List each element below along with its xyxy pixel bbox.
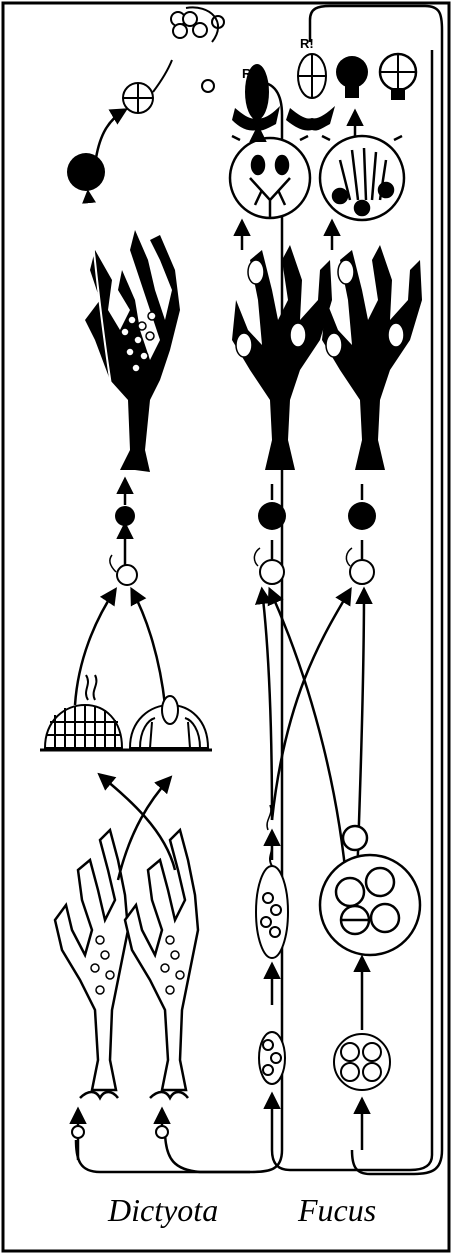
dictyota-top-circles bbox=[170, 6, 225, 93]
egg-icon bbox=[116, 564, 138, 586]
dictyota-reproductive-dots bbox=[120, 311, 157, 373]
dictyota-cycle bbox=[74, 80, 284, 1174]
small-circle-icon bbox=[172, 23, 188, 39]
reduction-label-left: R! bbox=[242, 66, 256, 81]
dictyota-meiosis bbox=[94, 59, 173, 159]
dictyota-return-loop bbox=[74, 80, 284, 1174]
fucus-zygote-left-icon bbox=[258, 502, 286, 530]
caption-fucus: Fucus bbox=[298, 1192, 377, 1228]
dictyota-sporophyte-right bbox=[123, 827, 200, 1101]
fucus-zygote-right-icon bbox=[348, 502, 376, 530]
fucus-egg-left-icon bbox=[259, 559, 285, 585]
spore-icon bbox=[71, 1125, 85, 1139]
fucus-return-loops bbox=[270, 4, 444, 1176]
fucus-gametes-top: R! R! bbox=[232, 36, 418, 131]
small-circle-icon bbox=[192, 22, 208, 38]
reduction-label-right: R! bbox=[300, 36, 314, 51]
fucus-thallus-right bbox=[322, 245, 422, 470]
fucus-receptacle-dots bbox=[235, 259, 405, 358]
conceptacle-left bbox=[228, 134, 312, 220]
sporangia-dots bbox=[90, 935, 185, 995]
spore-icon bbox=[155, 1125, 169, 1139]
dictyota-spore-link bbox=[163, 1129, 250, 1174]
caption-dictyota: Dictyota bbox=[108, 1192, 219, 1228]
fucus-sporangium-left bbox=[258, 1031, 286, 1085]
antheridium bbox=[43, 674, 124, 749]
zygote-icon bbox=[115, 506, 135, 526]
fucus-sporangium-right bbox=[333, 1033, 391, 1091]
small-circle-icon bbox=[201, 79, 215, 93]
small-circle-icon bbox=[182, 11, 198, 27]
fucus-antheridium bbox=[255, 841, 289, 959]
fucus-egg-right-icon bbox=[349, 559, 375, 585]
conceptacle-right bbox=[318, 134, 406, 222]
oogonium bbox=[128, 695, 210, 749]
dictyota-sporophyte-left bbox=[53, 827, 130, 1101]
fucus-thallus-left bbox=[232, 245, 332, 470]
fucus-oogonium bbox=[318, 824, 422, 957]
black-zygote-icon bbox=[67, 153, 105, 191]
